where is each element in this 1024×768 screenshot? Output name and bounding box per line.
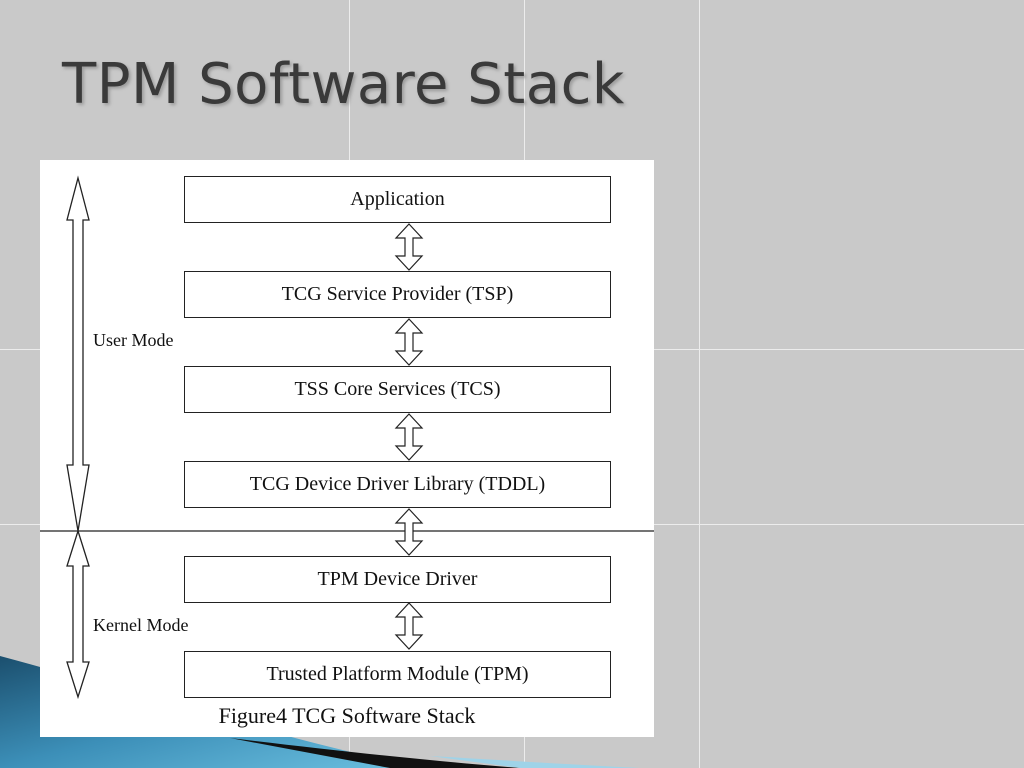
layer-tcs: TSS Core Services (TCS) [184,366,611,413]
layer-application: Application [184,176,611,223]
kernel-mode-arrow [66,528,90,700]
layer-tsp: TCG Service Provider (TSP) [184,271,611,318]
layer-tpm-device-driver: TPM Device Driver [184,556,611,603]
diagram-arrows [40,175,654,700]
layer-tddl: TCG Device Driver Library (TDDL) [184,461,611,508]
layer-connector-arrow [394,318,424,366]
slide-title: TPM Software Stack [62,52,625,117]
layer-connector-arrow [394,508,424,556]
background-gridline [699,0,700,768]
layer-tpm: Trusted Platform Module (TPM) [184,651,611,698]
layer-connector-arrow [394,223,424,271]
layer-connector-arrow [394,413,424,461]
figure-caption: Figure4 TCG Software Stack [218,703,476,728]
layer-connector-arrow [394,602,424,650]
user-mode-arrow [66,175,90,532]
kernel-mode-label: Kernel Mode [93,615,189,635]
user-mode-label: User Mode [93,330,174,350]
corner-decoration [0,656,640,768]
stack-diagram: Application TCG Service Provider (TSP) T… [40,160,654,737]
